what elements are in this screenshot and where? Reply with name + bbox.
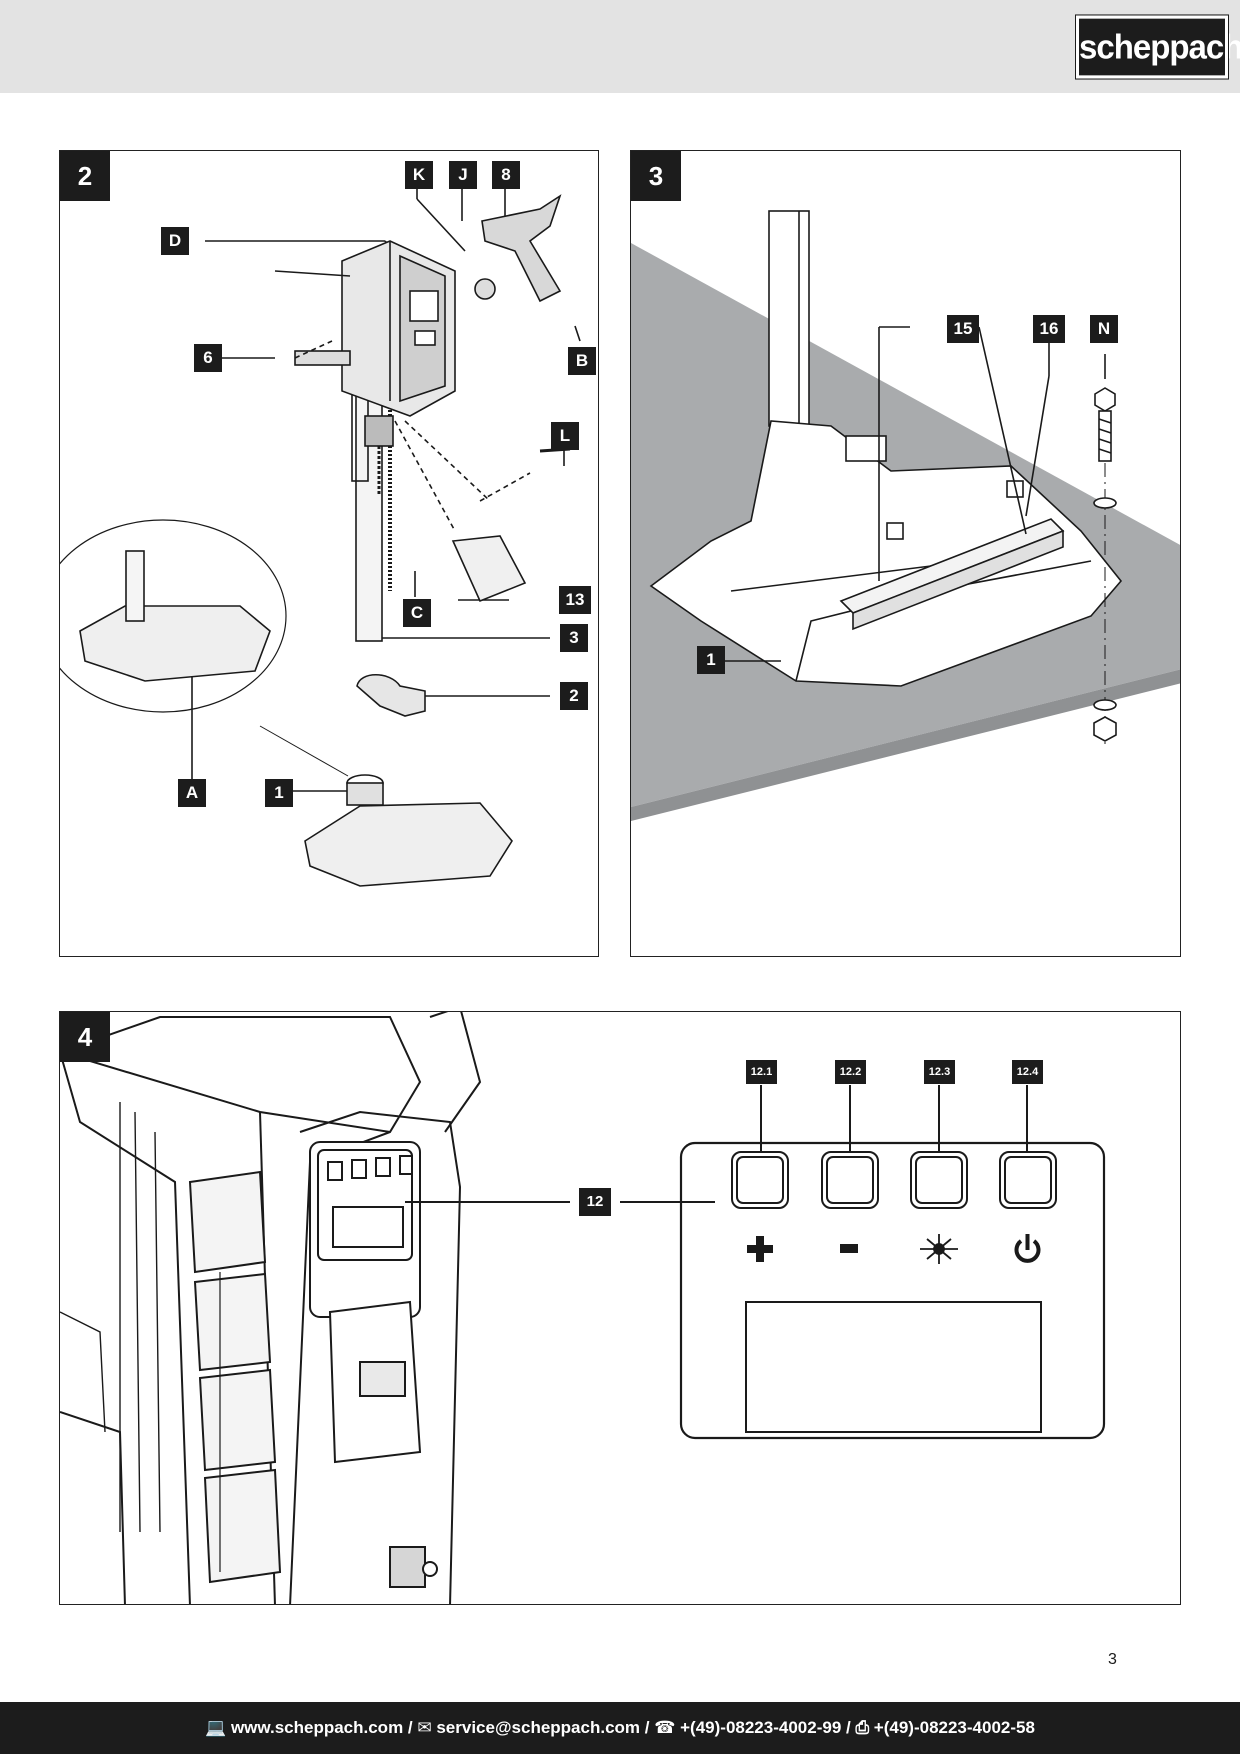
- label-B: B: [568, 347, 596, 375]
- label-C: C: [403, 599, 431, 627]
- plus-icon: [747, 1236, 773, 1262]
- label-16: 16: [1033, 315, 1065, 343]
- label-K: K: [405, 161, 433, 189]
- label-12-2: 12.2: [835, 1060, 866, 1084]
- figure-3-panel: 3: [630, 150, 1181, 957]
- separator: /: [403, 1718, 418, 1737]
- fax-icon: ⎙: [855, 1718, 870, 1737]
- label-12-3: 12.3: [924, 1060, 955, 1084]
- label-L: L: [551, 422, 579, 450]
- page-number: 3: [1108, 1651, 1117, 1668]
- header-band: [0, 0, 1240, 93]
- label-1: 1: [697, 646, 725, 674]
- footer-contact-bar: 💻 www.scheppach.com / ✉ service@scheppac…: [0, 1702, 1240, 1754]
- label-2: 2: [560, 682, 588, 710]
- separator: /: [640, 1718, 655, 1737]
- footer-web[interactable]: www.scheppach.com: [230, 1718, 404, 1737]
- label-13: 13: [559, 586, 591, 614]
- control-panel-drawing: [60, 1012, 1106, 1604]
- figure-number: 2: [60, 151, 110, 201]
- phone-icon: ☎: [654, 1718, 676, 1737]
- label-12: 12: [579, 1188, 611, 1216]
- figure-number: 3: [631, 151, 681, 201]
- label-12-4: 12.4: [1012, 1060, 1043, 1084]
- figure-2-panel: 2: [59, 150, 599, 957]
- label-15: 15: [947, 315, 979, 343]
- label-D: D: [161, 227, 189, 255]
- workbench-mounting-drawing: [631, 210, 1180, 821]
- footer-fax[interactable]: +(49)-08223-4002-58: [873, 1718, 1035, 1737]
- mail-icon: ✉: [417, 1718, 432, 1737]
- label-A: A: [178, 779, 206, 807]
- label-8: 8: [492, 161, 520, 189]
- label-J: J: [449, 161, 477, 189]
- label-12-1: 12.1: [746, 1060, 777, 1084]
- minus-icon: [840, 1244, 858, 1253]
- figure-number: 4: [60, 1012, 110, 1062]
- footer-phone[interactable]: +(49)-08223-4002-99: [680, 1718, 842, 1737]
- laser-icon: [920, 1234, 958, 1264]
- figure-4-panel: 4: [59, 1011, 1181, 1605]
- power-icon: [1014, 1234, 1041, 1263]
- label-3: 3: [560, 624, 588, 652]
- label-6: 6: [194, 344, 222, 372]
- separator: /: [841, 1718, 856, 1737]
- footer-email[interactable]: service@scheppach.com: [436, 1718, 641, 1737]
- label-1: 1: [265, 779, 293, 807]
- drill-stand-exploded-drawing: [60, 185, 581, 887]
- computer-icon: 💻: [205, 1718, 227, 1737]
- label-N: N: [1090, 315, 1118, 343]
- scheppach-logo: scheppach: [1075, 14, 1240, 80]
